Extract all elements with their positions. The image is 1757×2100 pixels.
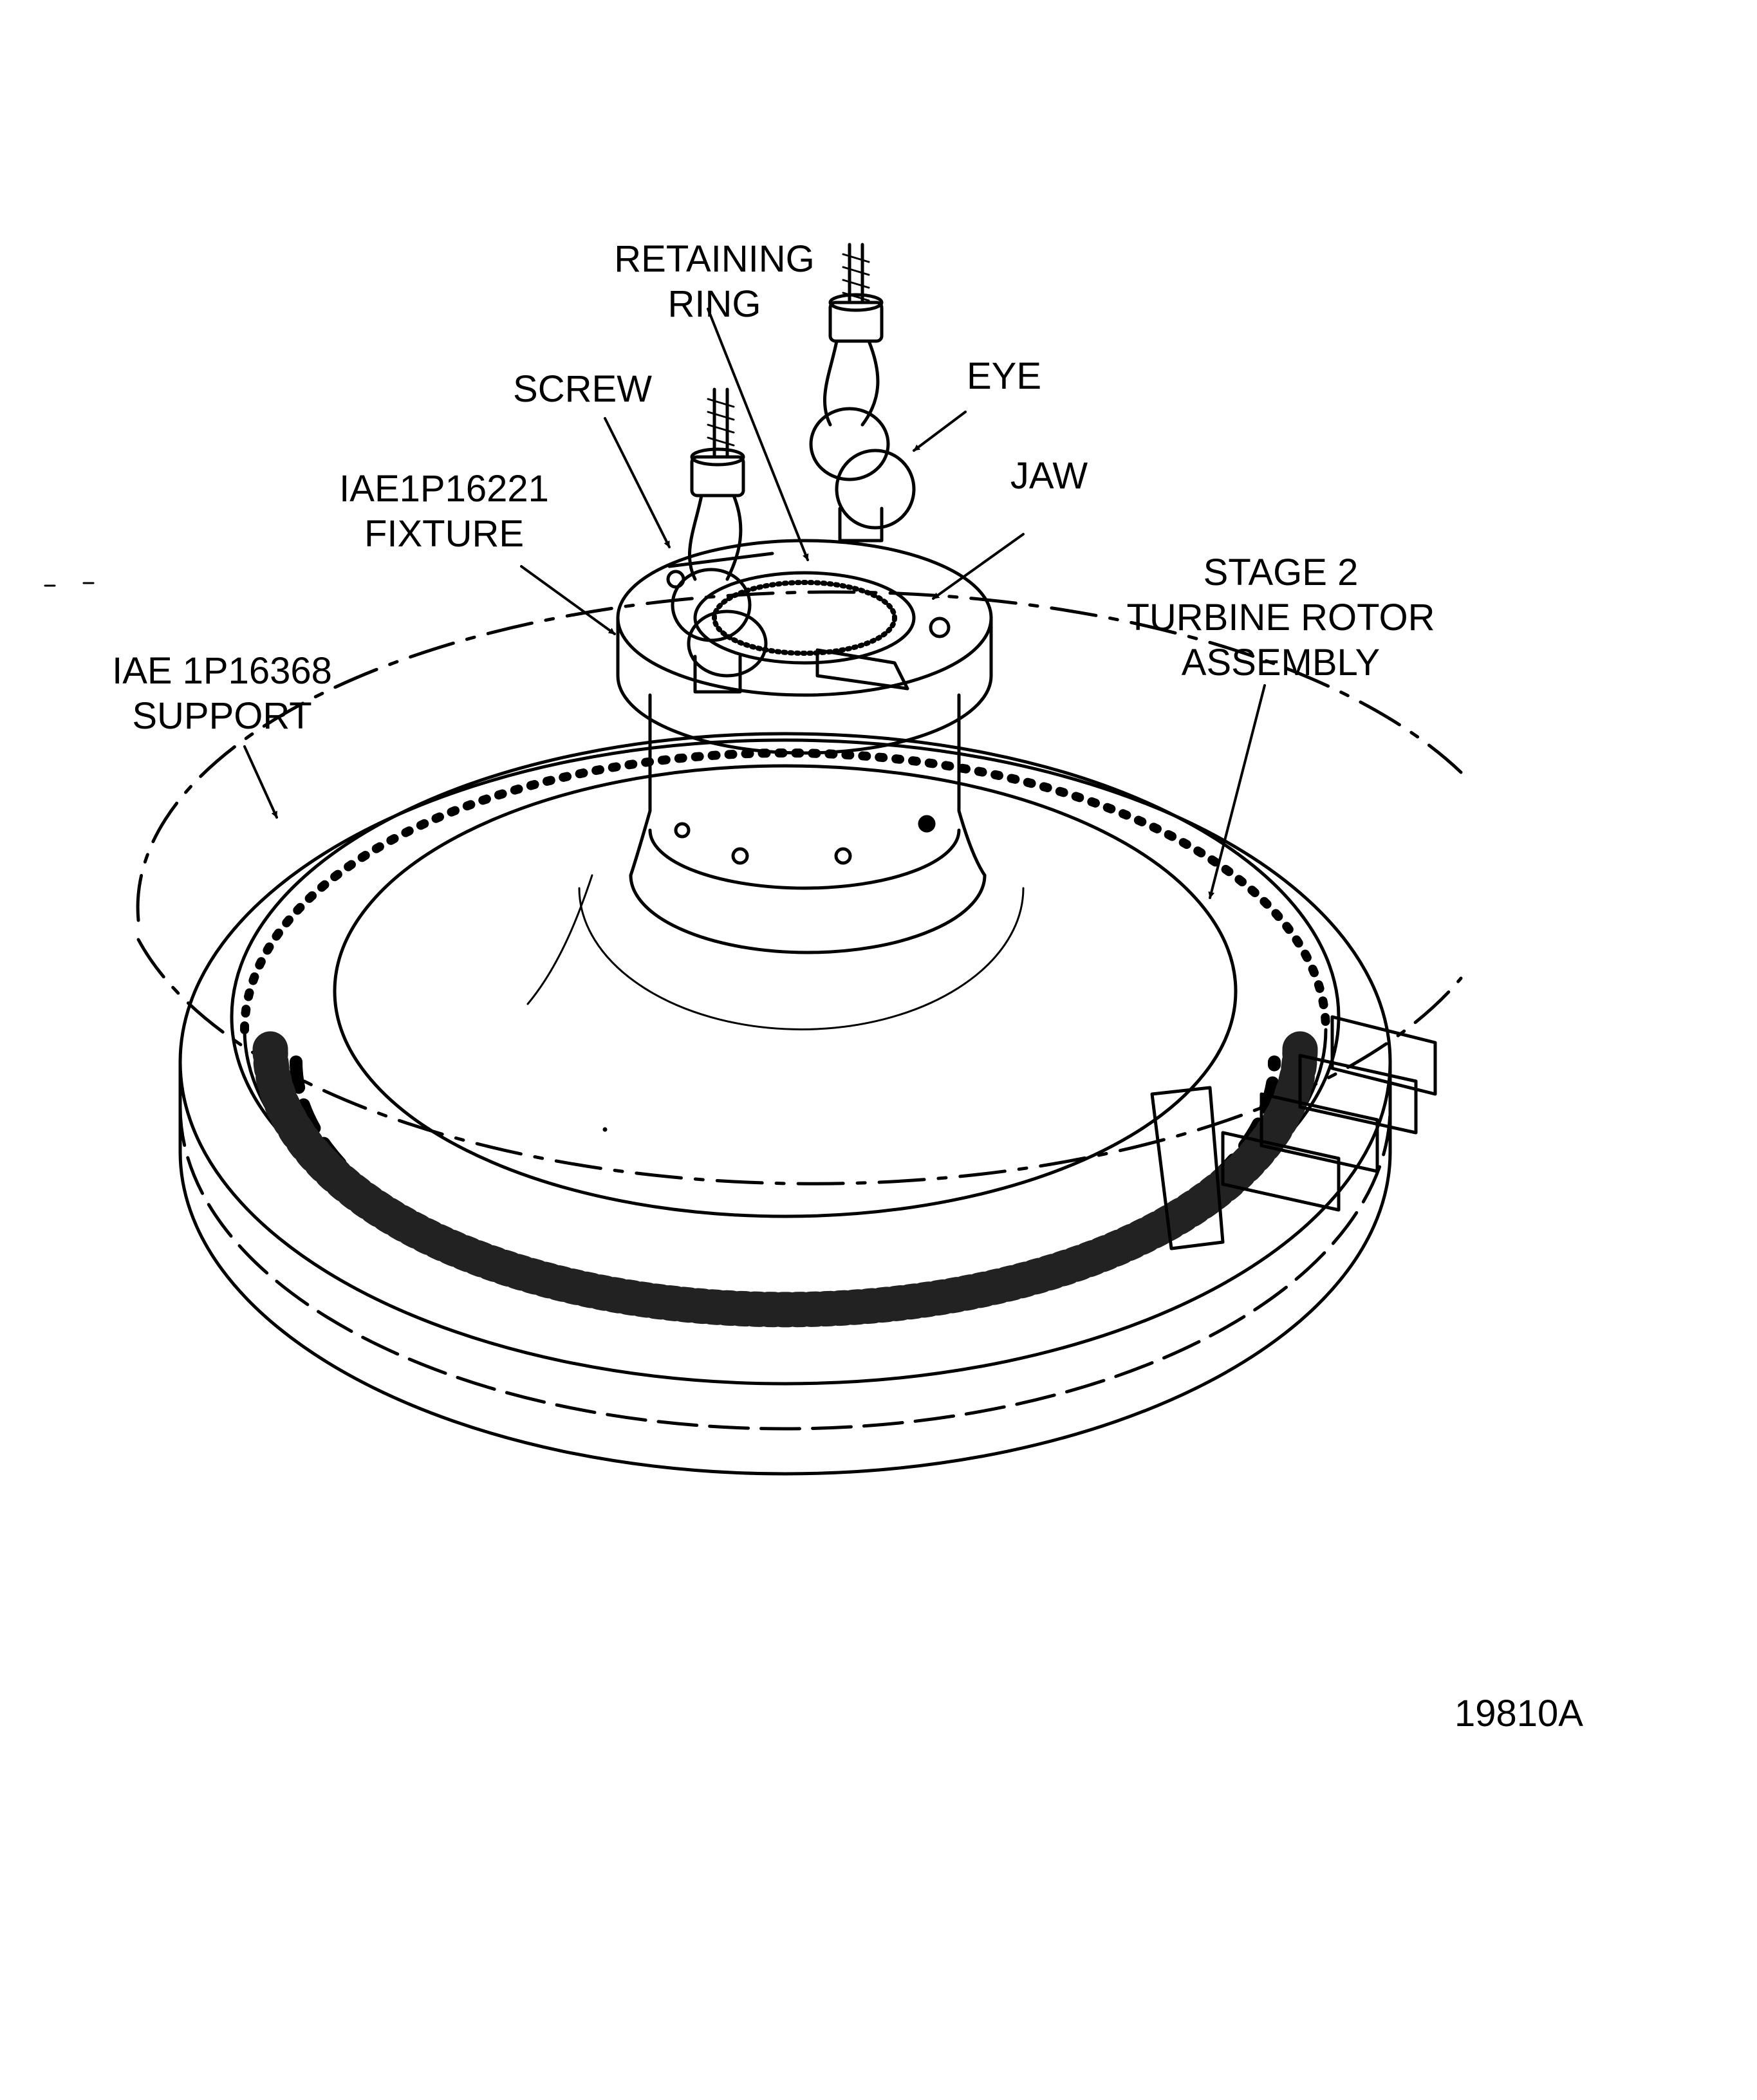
- screw-label: SCREW: [513, 368, 652, 410]
- fixture-label: IAE1P16221 FIXTURE: [339, 468, 549, 555]
- eye-label: EYE: [966, 355, 1042, 397]
- leader-lines: [243, 308, 1266, 899]
- left-hook-assembly: [671, 387, 768, 694]
- rotor-base-disk: [178, 738, 1392, 1476]
- figure-number: 19810A: [1455, 1693, 1583, 1734]
- fixture-body: [616, 539, 993, 755]
- scan-marks: [44, 582, 608, 1132]
- hub-cylinder: [629, 693, 987, 954]
- jaw-label: JAW: [1010, 455, 1088, 497]
- rotor-assembly-label: STAGE 2 TURBINE ROTOR ASSEMBLY: [1126, 552, 1435, 683]
- support-label: IAE 1P16368 SUPPORT: [112, 650, 332, 737]
- retaining-ring-label: RETAINING RING: [614, 238, 815, 325]
- right-hook-assembly: [809, 243, 916, 543]
- cutaway-blades: [1150, 1015, 1437, 1250]
- blade-ring: [230, 732, 1341, 1328]
- rotor-inner-face: [526, 874, 1025, 1030]
